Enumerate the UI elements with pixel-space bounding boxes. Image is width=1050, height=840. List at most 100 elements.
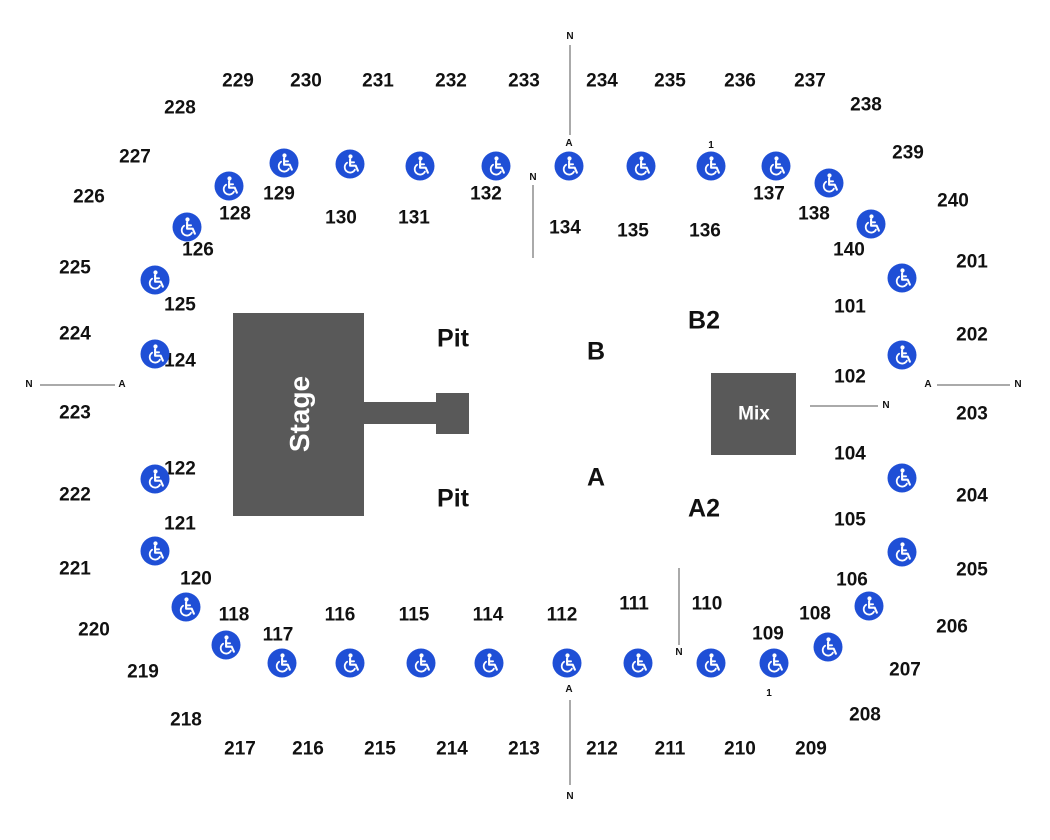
section-221[interactable]: 221 [59, 558, 91, 580]
section-114[interactable]: 114 [472, 604, 504, 626]
section-226[interactable]: 226 [73, 186, 105, 208]
wheelchair-icon[interactable] [140, 265, 170, 295]
floor-b[interactable]: B [586, 337, 606, 366]
section-218[interactable]: 218 [170, 709, 202, 731]
section-220[interactable]: 220 [78, 619, 110, 641]
wheelchair-icon[interactable] [887, 263, 917, 293]
section-215[interactable]: 215 [364, 738, 396, 760]
section-230[interactable]: 230 [290, 70, 322, 92]
section-137[interactable]: 137 [753, 183, 785, 205]
section-206[interactable]: 206 [936, 616, 968, 638]
floor-a2[interactable]: A2 [688, 494, 720, 523]
section-209[interactable]: 209 [795, 738, 827, 760]
wheelchair-icon[interactable] [405, 151, 435, 181]
wheelchair-icon[interactable] [887, 537, 917, 567]
wheelchair-icon[interactable] [552, 648, 582, 678]
section-228[interactable]: 228 [164, 97, 196, 119]
section-213[interactable]: 213 [508, 738, 540, 760]
wheelchair-icon[interactable] [214, 171, 244, 201]
wheelchair-icon[interactable] [211, 630, 241, 660]
wheelchair-icon[interactable] [814, 168, 844, 198]
section-203[interactable]: 203 [956, 403, 988, 425]
wheelchair-icon[interactable] [887, 463, 917, 493]
wheelchair-icon[interactable] [140, 339, 170, 369]
section-126[interactable]: 126 [182, 239, 214, 261]
section-208[interactable]: 208 [849, 704, 881, 726]
section-124[interactable]: 124 [164, 350, 196, 372]
wheelchair-icon[interactable] [761, 151, 791, 181]
section-129[interactable]: 129 [263, 183, 295, 205]
wheelchair-icon[interactable] [335, 149, 365, 179]
floor-pit-top[interactable]: Pit [437, 324, 469, 353]
wheelchair-icon[interactable] [856, 209, 886, 239]
wheelchair-icon[interactable] [267, 648, 297, 678]
wheelchair-icon[interactable] [335, 648, 365, 678]
section-135[interactable]: 135 [617, 220, 649, 242]
section-111[interactable]: 111 [619, 593, 649, 615]
section-201[interactable]: 201 [956, 251, 988, 273]
section-214[interactable]: 214 [436, 738, 468, 760]
section-120[interactable]: 120 [180, 568, 212, 590]
section-207[interactable]: 207 [889, 659, 921, 681]
section-211[interactable]: 211 [654, 738, 686, 760]
section-223[interactable]: 223 [59, 402, 91, 424]
section-125[interactable]: 125 [164, 294, 196, 316]
section-104[interactable]: 104 [834, 443, 866, 465]
section-109[interactable]: 109 [752, 623, 784, 645]
wheelchair-icon[interactable] [171, 592, 201, 622]
wheelchair-icon[interactable] [626, 151, 656, 181]
section-128[interactable]: 128 [219, 203, 251, 225]
wheelchair-icon[interactable] [140, 536, 170, 566]
wheelchair-icon[interactable] [406, 648, 436, 678]
section-115[interactable]: 115 [398, 604, 430, 626]
wheelchair-icon[interactable] [474, 648, 504, 678]
wheelchair-icon[interactable] [696, 648, 726, 678]
section-112[interactable]: 112 [546, 604, 578, 626]
floor-a[interactable]: A [586, 463, 606, 492]
wheelchair-icon[interactable] [554, 151, 584, 181]
section-233[interactable]: 233 [508, 70, 540, 92]
section-140[interactable]: 140 [833, 239, 865, 261]
section-234[interactable]: 234 [586, 70, 618, 92]
section-237[interactable]: 237 [794, 70, 826, 92]
section-134[interactable]: 134 [549, 217, 581, 239]
section-108[interactable]: 108 [799, 603, 831, 625]
section-225[interactable]: 225 [59, 257, 91, 279]
section-240[interactable]: 240 [937, 190, 969, 212]
wheelchair-icon[interactable] [887, 340, 917, 370]
section-116[interactable]: 116 [324, 604, 356, 626]
section-239[interactable]: 239 [892, 142, 924, 164]
wheelchair-icon[interactable] [481, 151, 511, 181]
section-102[interactable]: 102 [834, 366, 866, 388]
section-224[interactable]: 224 [59, 323, 91, 345]
section-232[interactable]: 232 [435, 70, 467, 92]
section-210[interactable]: 210 [724, 738, 756, 760]
section-106[interactable]: 106 [836, 569, 868, 591]
section-105[interactable]: 105 [834, 509, 866, 531]
section-121[interactable]: 121 [164, 513, 196, 535]
section-204[interactable]: 204 [956, 485, 988, 507]
wheelchair-icon[interactable] [623, 648, 653, 678]
section-138[interactable]: 138 [798, 203, 830, 225]
wheelchair-icon[interactable] [172, 212, 202, 242]
section-222[interactable]: 222 [59, 484, 91, 506]
section-132[interactable]: 132 [470, 183, 502, 205]
section-136[interactable]: 136 [689, 220, 721, 242]
section-238[interactable]: 238 [850, 94, 882, 116]
wheelchair-icon[interactable] [140, 464, 170, 494]
section-110[interactable]: 110 [691, 593, 723, 615]
section-231[interactable]: 231 [362, 70, 394, 92]
section-117[interactable]: 117 [262, 624, 294, 646]
section-205[interactable]: 205 [956, 559, 988, 581]
floor-b2[interactable]: B2 [688, 306, 720, 335]
wheelchair-icon[interactable] [269, 148, 299, 178]
section-130[interactable]: 130 [325, 207, 357, 229]
section-122[interactable]: 122 [164, 458, 196, 480]
section-101[interactable]: 101 [834, 296, 866, 318]
wheelchair-icon[interactable] [854, 591, 884, 621]
floor-pit-bottom[interactable]: Pit [437, 484, 469, 513]
wheelchair-icon[interactable] [813, 632, 843, 662]
section-236[interactable]: 236 [724, 70, 756, 92]
section-202[interactable]: 202 [956, 324, 988, 346]
section-217[interactable]: 217 [224, 738, 256, 760]
